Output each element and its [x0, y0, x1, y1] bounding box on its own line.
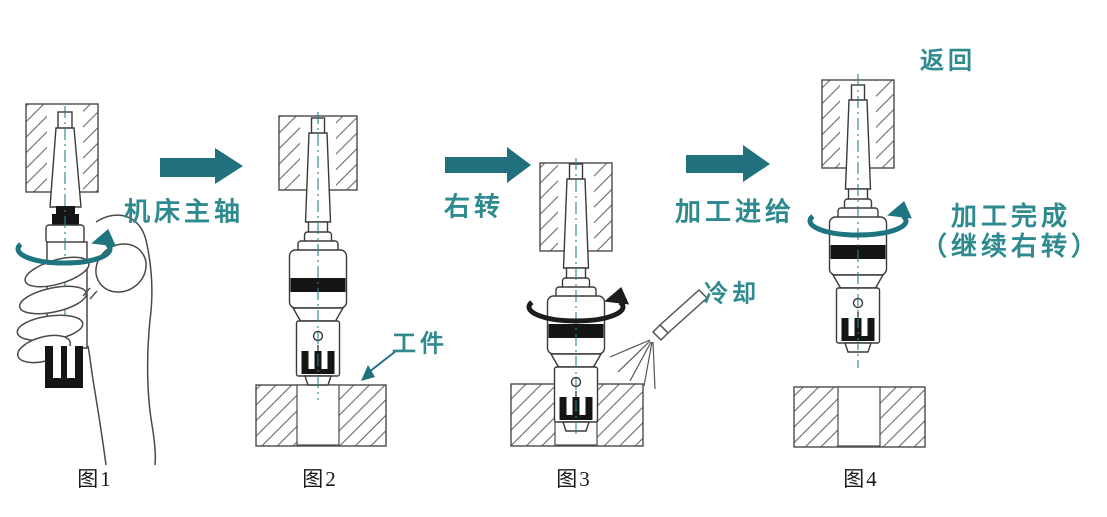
flow-arrow-icon	[160, 148, 243, 184]
complete-label: 加工完成 （继续右转）	[921, 201, 1101, 261]
rotation-arrow-icon	[807, 201, 914, 238]
hand-icon	[16, 214, 157, 466]
coolant-nozzle-icon	[609, 288, 709, 390]
rotation-arrow-icon	[15, 229, 118, 266]
figure4-caption: 图4	[843, 467, 879, 491]
flow-arrow-icon	[686, 145, 770, 182]
workpiece-label: 工件	[392, 330, 448, 358]
figure1-drawing	[15, 102, 157, 466]
figure2-drawing	[255, 112, 397, 447]
return-label: 返回	[920, 47, 976, 75]
right-turn-arrow-label: 右转	[443, 191, 505, 222]
figure1-caption: 图1	[77, 467, 113, 491]
rotation-arrow-icon	[526, 287, 631, 324]
coolant-label: 冷却	[704, 280, 760, 308]
workpiece-block	[793, 386, 926, 448]
feed-arrow-label: 加工进给	[674, 196, 796, 227]
workpiece-block	[255, 384, 387, 447]
complete-label-line1: 加工完成	[950, 201, 1072, 231]
complete-label-line2: （继续右转）	[920, 231, 1102, 261]
figure4-drawing	[793, 74, 926, 448]
figure3-caption: 图3	[556, 467, 592, 491]
figure2-caption: 图2	[302, 467, 338, 491]
workpiece-leader-arrow	[361, 350, 397, 381]
flow-arrow-icon	[445, 147, 531, 183]
spindle-arrow-label: 机床主轴	[123, 196, 245, 227]
figure3-drawing	[510, 158, 709, 447]
tap-flutes	[45, 346, 83, 388]
